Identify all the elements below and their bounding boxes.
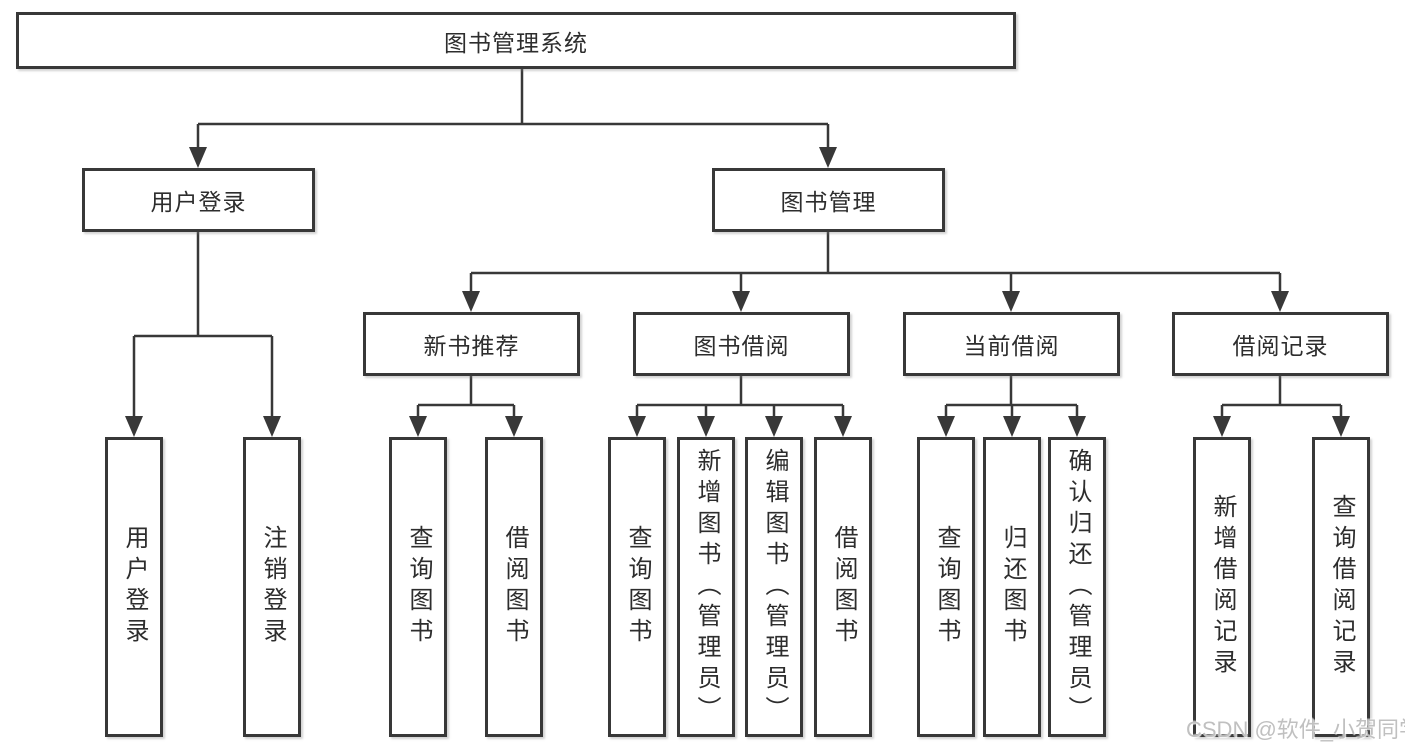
arrowhead-icon xyxy=(628,416,646,437)
node-label: 当前借阅 xyxy=(963,333,1060,359)
arrowhead-icon xyxy=(1271,291,1289,312)
leaf-borrow-book: 借阅图书 xyxy=(814,437,872,737)
leaf-add-borrow-record: 新增借阅记录 xyxy=(1193,437,1251,737)
arrowhead-icon xyxy=(1068,416,1086,437)
node-label: 查询图书 xyxy=(405,525,432,649)
arrowhead-icon xyxy=(505,416,523,437)
node-book-management: 图书管理 xyxy=(712,168,945,232)
arrowhead-icon xyxy=(1332,416,1350,437)
node-book-borrow: 图书借阅 xyxy=(633,312,850,376)
arrowhead-icon xyxy=(765,416,783,437)
leaf-confirm-return-admin: 确认归还（管理员） xyxy=(1048,437,1106,737)
arrowheads xyxy=(125,147,1350,437)
leaf-return-book: 归还图书 xyxy=(983,437,1041,737)
node-label: 图书管理 xyxy=(780,189,877,215)
node-label: 查询图书 xyxy=(933,525,960,649)
node-label: 新增图书（管理员） xyxy=(693,447,720,727)
node-new-book-recommend: 新书推荐 xyxy=(363,312,580,376)
arrowhead-icon xyxy=(409,416,427,437)
node-label: 用户登录 xyxy=(150,189,247,215)
leaf-logout: 注销登录 xyxy=(243,437,301,737)
arrowhead-icon xyxy=(189,147,207,168)
node-label: 注销登录 xyxy=(259,525,286,649)
node-label: 确认归还（管理员） xyxy=(1064,447,1091,727)
node-label: 编辑图书（管理员） xyxy=(761,447,788,727)
leaf-query-book-current: 查询图书 xyxy=(917,437,975,737)
arrowhead-icon xyxy=(1003,416,1021,437)
node-label: 查询图书 xyxy=(624,525,651,649)
node-user-login: 用户登录 xyxy=(82,168,315,232)
leaf-borrow-book-recommend: 借阅图书 xyxy=(485,437,543,737)
node-label: 借阅图书 xyxy=(830,525,857,649)
leaf-edit-book-admin: 编辑图书（管理员） xyxy=(745,437,803,737)
node-label: 查询借阅记录 xyxy=(1328,494,1355,680)
node-label: 借阅记录 xyxy=(1232,333,1329,359)
arrowhead-icon xyxy=(732,291,750,312)
arrowhead-icon xyxy=(1213,416,1231,437)
connector-path xyxy=(132,69,1343,419)
node-label: 用户登录 xyxy=(121,525,148,649)
node-label: 借阅图书 xyxy=(501,525,528,649)
node-library-system-root: 图书管理系统 xyxy=(16,12,1016,69)
leaf-add-book-admin: 新增图书（管理员） xyxy=(677,437,735,737)
leaf-user-login: 用户登录 xyxy=(105,437,163,737)
arrowhead-icon xyxy=(937,416,955,437)
node-label: 图书借阅 xyxy=(693,333,790,359)
node-label: 新书推荐 xyxy=(423,333,520,359)
node-current-borrow: 当前借阅 xyxy=(903,312,1120,376)
leaf-query-book-borrow: 查询图书 xyxy=(608,437,666,737)
node-label: 图书管理系统 xyxy=(444,29,588,56)
arrowhead-icon xyxy=(697,416,715,437)
arrowhead-icon xyxy=(819,147,837,168)
arrowhead-icon xyxy=(462,291,480,312)
node-label: 归还图书 xyxy=(999,525,1026,649)
leaf-query-book-recommend: 查询图书 xyxy=(389,437,447,737)
node-borrow-records: 借阅记录 xyxy=(1172,312,1389,376)
arrowhead-icon xyxy=(1002,291,1020,312)
arrowhead-icon xyxy=(834,416,852,437)
arrowhead-icon xyxy=(125,416,143,437)
arrowhead-icon xyxy=(263,416,281,437)
node-label: 新增借阅记录 xyxy=(1209,494,1236,680)
leaf-query-borrow-record: 查询借阅记录 xyxy=(1312,437,1370,737)
csdn-watermark: CSDN @软件_小贺同学 xyxy=(1186,717,1405,742)
